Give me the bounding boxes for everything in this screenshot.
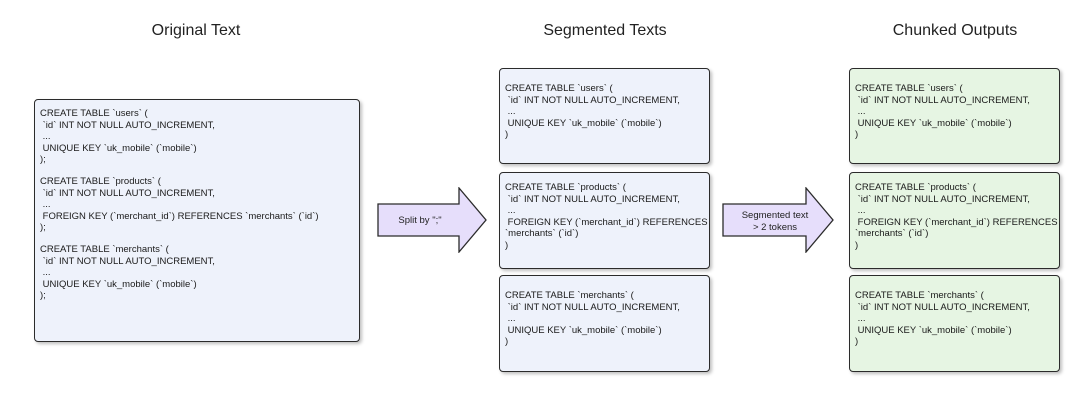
filter-arrow (722, 187, 834, 253)
code-line: `id` INT NOT NULL AUTO_INCREMENT, (505, 301, 680, 313)
code-line: FOREIGN KEY (`merchant_id`) REFERENCES `… (40, 210, 319, 222)
title-original-text: Original Text (151, 22, 241, 39)
code-line: `id` INT NOT NULL AUTO_INCREMENT, (855, 94, 1030, 106)
code-line: CREATE TABLE `products` ( (505, 182, 626, 193)
filter-arrow-shape (722, 187, 834, 253)
chunk-box-merchants: CREATE TABLE `merchants` ( `id` INT NOT … (849, 275, 1060, 372)
code-line: UNIQUE KEY `uk_mobile` (`mobile`) (855, 117, 1012, 129)
code-line: UNIQUE KEY `uk_mobile` (`mobile`) (505, 324, 662, 336)
code-line: `id` INT NOT NULL AUTO_INCREMENT, (40, 187, 215, 199)
filter-arrow-label-line2: > 2 tokens (752, 222, 798, 233)
code-line: CREATE TABLE `merchants` ( (40, 243, 169, 255)
filter-arrow-label: Segmented text > 2 tokens (726, 210, 824, 234)
code-line: ) (855, 336, 859, 348)
code-line: ... (40, 199, 51, 211)
chunk-box-products: CREATE TABLE `products` ( `id` INT NOT N… (849, 172, 1060, 269)
code-line: ... (505, 205, 516, 217)
chunk-box-users: CREATE TABLE `users` ( `id` INT NOT NULL… (849, 68, 1060, 164)
code-line: ... (505, 106, 516, 118)
code-line: UNIQUE KEY `uk_mobile` (`mobile`) (40, 278, 197, 290)
split-arrow (377, 187, 487, 253)
segment-box-merchants: CREATE TABLE `merchants` ( `id` INT NOT … (499, 275, 710, 372)
code-line: `id` INT NOT NULL AUTO_INCREMENT, (855, 193, 1030, 205)
code-line: `id` INT NOT NULL AUTO_INCREMENT, (40, 119, 215, 131)
original-text-block: CREATE TABLE `merchants` ( `id` INT NOT … (40, 244, 354, 302)
code-line: `id` INT NOT NULL AUTO_INCREMENT, (505, 94, 680, 106)
code-line: CREATE TABLE `merchants` ( (855, 290, 984, 301)
code-line: `merchants` (`id`) (855, 228, 929, 240)
code-line: ) (505, 336, 509, 348)
original-text-box: CREATE TABLE `users` ( `id` INT NOT NULL… (34, 99, 360, 342)
code-line: ... (855, 205, 866, 217)
original-text-block: CREATE TABLE `products` ( `id` INT NOT N… (40, 176, 354, 234)
code-line: ); (40, 154, 46, 166)
code-line: ); (40, 290, 46, 302)
segment-box-users: CREATE TABLE `users` ( `id` INT NOT NULL… (499, 68, 710, 164)
code-line: UNIQUE KEY `uk_mobile` (`mobile`) (505, 117, 662, 129)
code-line: ); (40, 222, 46, 234)
code-line: ) (505, 129, 509, 141)
code-line: ) (855, 129, 859, 141)
code-line: ) (505, 239, 509, 251)
split-arrow-shape (377, 187, 487, 253)
code-line: `id` INT NOT NULL AUTO_INCREMENT, (40, 255, 215, 267)
code-line: ... (40, 267, 51, 279)
code-line: CREATE TABLE `users` ( (40, 108, 148, 119)
segment-box-products: CREATE TABLE `products` ( `id` INT NOT N… (499, 172, 710, 269)
code-line: ... (855, 106, 866, 118)
code-line: CREATE TABLE `users` ( (505, 83, 613, 94)
code-line: ... (855, 313, 866, 325)
original-text-block: CREATE TABLE `users` ( `id` INT NOT NULL… (40, 108, 354, 166)
split-arrow-label: Split by ";" (398, 215, 442, 226)
code-line: CREATE TABLE `products` ( (855, 182, 976, 193)
code-line: ... (40, 131, 51, 143)
code-line: UNIQUE KEY `uk_mobile` (`mobile`) (855, 324, 1012, 336)
code-line: CREATE TABLE `users` ( (855, 83, 963, 94)
code-line: UNIQUE KEY `uk_mobile` (`mobile`) (40, 142, 197, 154)
title-chunked-outputs: Chunked Outputs (892, 22, 1018, 39)
code-line: `merchants` (`id`) (505, 228, 579, 240)
code-line: FOREIGN KEY (`merchant_id`) REFERENCES (505, 216, 708, 228)
code-line: `id` INT NOT NULL AUTO_INCREMENT, (505, 193, 680, 205)
code-line: CREATE TABLE `products` ( (40, 175, 161, 187)
code-line: CREATE TABLE `merchants` ( (505, 290, 634, 301)
code-line: ) (855, 239, 859, 251)
code-line: FOREIGN KEY (`merchant_id`) REFERENCES (855, 216, 1058, 228)
code-line: `id` INT NOT NULL AUTO_INCREMENT, (855, 301, 1030, 313)
filter-arrow-label-line1: Segmented text (741, 210, 809, 221)
code-line: ... (505, 313, 516, 325)
title-segmented-texts: Segmented Texts (543, 22, 667, 39)
